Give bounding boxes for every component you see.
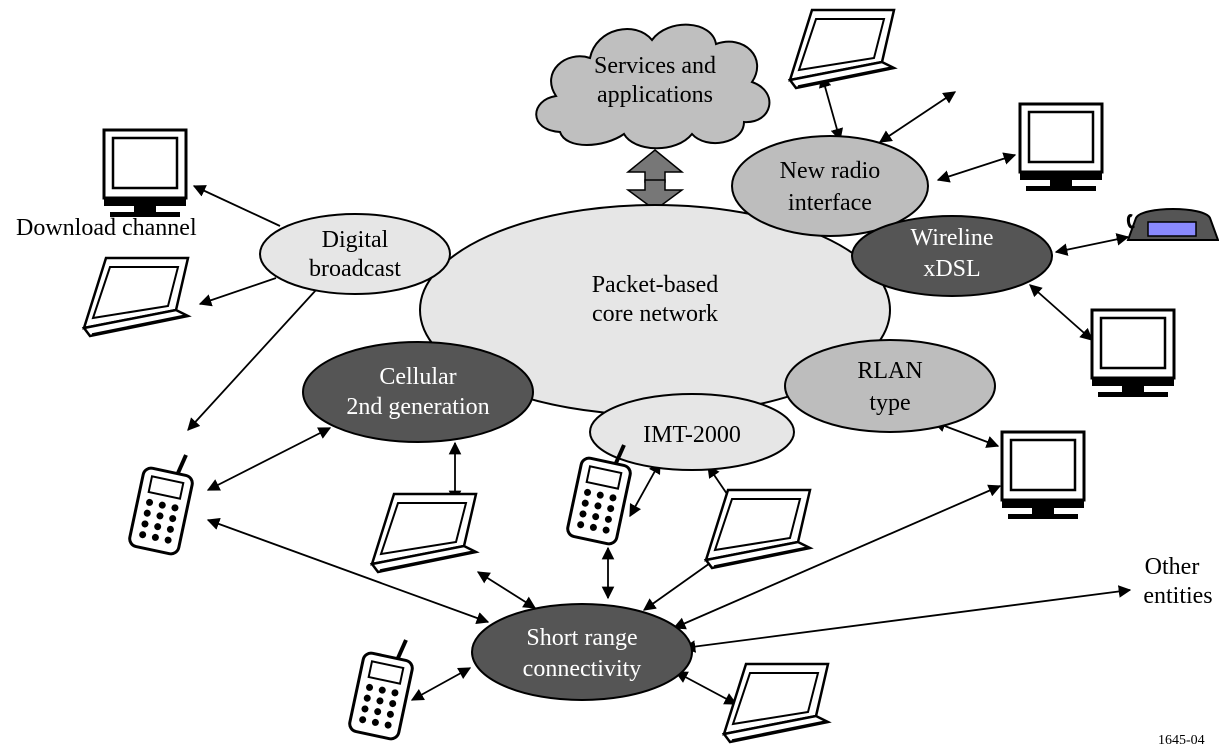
- mobile-phone-icon: [346, 638, 416, 743]
- desk-phone-icon: [1126, 208, 1219, 241]
- arrow-wireline-phone: [1054, 233, 1130, 256]
- broadcast-label-line2: broadcast: [309, 256, 401, 282]
- monitor-icon: [1000, 430, 1086, 521]
- services-label-line2: applications: [597, 82, 713, 108]
- cellular-2g-node: Cellular 2nd generation: [302, 341, 534, 443]
- arrow-broadcast-phone: [187, 289, 317, 431]
- other-entities-label-line1: Other: [1145, 554, 1200, 580]
- wireline-label-line1: Wireline: [911, 225, 994, 251]
- wireline-xdsl-node: Wireline xDSL: [851, 215, 1053, 297]
- imt2000-label: IMT-2000: [643, 422, 741, 448]
- services-label-line1: Services and: [594, 53, 716, 79]
- arrow-newradio-laptop2: [878, 91, 957, 143]
- arrow-broadcast-laptop: [198, 277, 277, 307]
- monitor-icon: [1018, 102, 1104, 193]
- arrow-other-shortrange: [682, 585, 1132, 653]
- wireline-label-line2: xDSL: [923, 256, 980, 282]
- cellular-label-line1: Cellular: [379, 364, 456, 390]
- figure-id-label: 1645-04: [1158, 733, 1205, 748]
- cellular-label-line2: 2nd generation: [346, 394, 489, 420]
- download-channel-label: Download channel: [16, 215, 197, 241]
- new-radio-label-line2: interface: [788, 190, 872, 216]
- services-cloud: Services and applications: [535, 23, 771, 150]
- short-range-node: Short range connectivity: [471, 603, 693, 701]
- laptop-icon: [788, 8, 896, 90]
- laptop-icon: [704, 488, 812, 570]
- arrow-broadcast-monitor: [192, 185, 281, 227]
- rlan-label-line1: RLAN: [857, 358, 922, 384]
- arrow-imt-phone: [629, 460, 661, 518]
- monitor-icon: [1090, 308, 1176, 399]
- arrow-laptop-shortrange: [476, 571, 537, 609]
- arrow-newradio-laptop: [819, 74, 843, 142]
- arrow-wireline-monitor: [1029, 284, 1093, 341]
- new-radio-interface-node: New radio interface: [731, 135, 929, 237]
- new-radio-label-line1: New radio: [780, 158, 881, 184]
- arrow-cellular-phone: [206, 427, 332, 491]
- services-to-core-arrow-up: [625, 149, 685, 183]
- rlan-node: RLAN type: [784, 339, 996, 433]
- arrow-newradio-monitor: [936, 152, 1017, 183]
- rlan-label-line2: type: [869, 390, 910, 416]
- core-network-node: Packet-based core network: [419, 204, 891, 416]
- other-entities-label-line2: entities: [1143, 583, 1212, 609]
- monitor-icon: [102, 128, 188, 219]
- imt2000-node: IMT-2000: [589, 393, 795, 471]
- arrow-phone-shortrange: [206, 517, 490, 625]
- laptop-icon: [82, 256, 190, 338]
- core-label-line2: core network: [592, 301, 718, 327]
- digital-broadcast-node: Digital broadcast: [259, 213, 451, 295]
- arrow-phone3-shortrange: [410, 667, 472, 701]
- laptop-icon: [370, 492, 478, 574]
- core-label-line1: Packet-based: [592, 272, 719, 298]
- laptop-icon: [722, 662, 830, 744]
- services-to-core-arrow-down: [625, 179, 685, 211]
- broadcast-label-line1: Digital: [322, 227, 389, 253]
- short-range-label-line1: Short range: [526, 625, 637, 651]
- mobile-phone-icon: [126, 453, 196, 558]
- short-range-label-line2: connectivity: [523, 656, 642, 682]
- arrow-laptop3-shortrange: [674, 671, 738, 705]
